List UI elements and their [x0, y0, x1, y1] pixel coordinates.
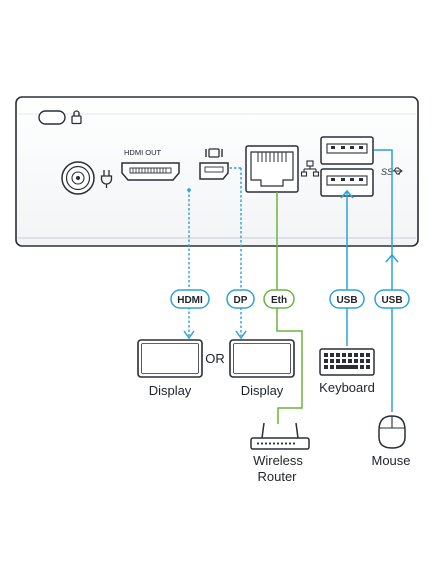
hdmi-pins: [132, 168, 167, 173]
network-icon: [300, 160, 320, 177]
keyboard-icon: [319, 348, 375, 376]
power-plug-icon: [100, 170, 113, 188]
power-connector: [61, 161, 95, 195]
hdmi-out-label: HDMI OUT: [124, 148, 161, 157]
usb-port-bottom: [320, 168, 374, 197]
cable-label-eth: Eth: [263, 289, 295, 309]
cable-hdmi: [183, 188, 195, 340]
svg-text:USB: USB: [336, 295, 357, 306]
usb-superspeed-icon: SS: [381, 167, 403, 177]
display-right-label: Display: [241, 383, 284, 398]
cable-label-usb-mouse: USB: [374, 289, 410, 309]
cable-usb-mouse: [374, 149, 399, 412]
mini-displayport-port: [199, 162, 229, 180]
hdmi-port: [121, 162, 180, 181]
svg-text:USB: USB: [381, 295, 402, 306]
svg-text:DP: DP: [234, 295, 248, 306]
router-label-line2: Router: [257, 469, 297, 484]
cable-label-usb-keyboard: USB: [329, 289, 365, 309]
display-left-label: Display: [149, 383, 192, 398]
lock-icon: [71, 110, 82, 125]
router-icon: [250, 422, 310, 450]
or-label: OR: [205, 351, 225, 366]
svg-text:SS: SS: [381, 167, 393, 177]
keyboard-label: Keyboard: [319, 380, 375, 395]
cable-label-dp: DP: [226, 289, 255, 309]
svg-text:Eth: Eth: [271, 295, 287, 306]
ethernet-port: [245, 145, 299, 193]
svg-text:HDMI: HDMI: [177, 295, 203, 306]
display-right: [229, 339, 295, 378]
cable-usb-keyboard: [340, 189, 354, 346]
mouse-icon: [378, 415, 406, 449]
mouse-label: Mouse: [371, 453, 410, 468]
usb-port-top: [320, 136, 374, 165]
display-left: [137, 339, 203, 378]
kensington-slot: [38, 110, 66, 125]
cable-label-hdmi: HDMI: [170, 289, 210, 309]
displayport-logo-icon: [205, 148, 223, 158]
ethernet-contacts: [257, 152, 287, 162]
router-label-line1: Wireless: [253, 453, 303, 468]
